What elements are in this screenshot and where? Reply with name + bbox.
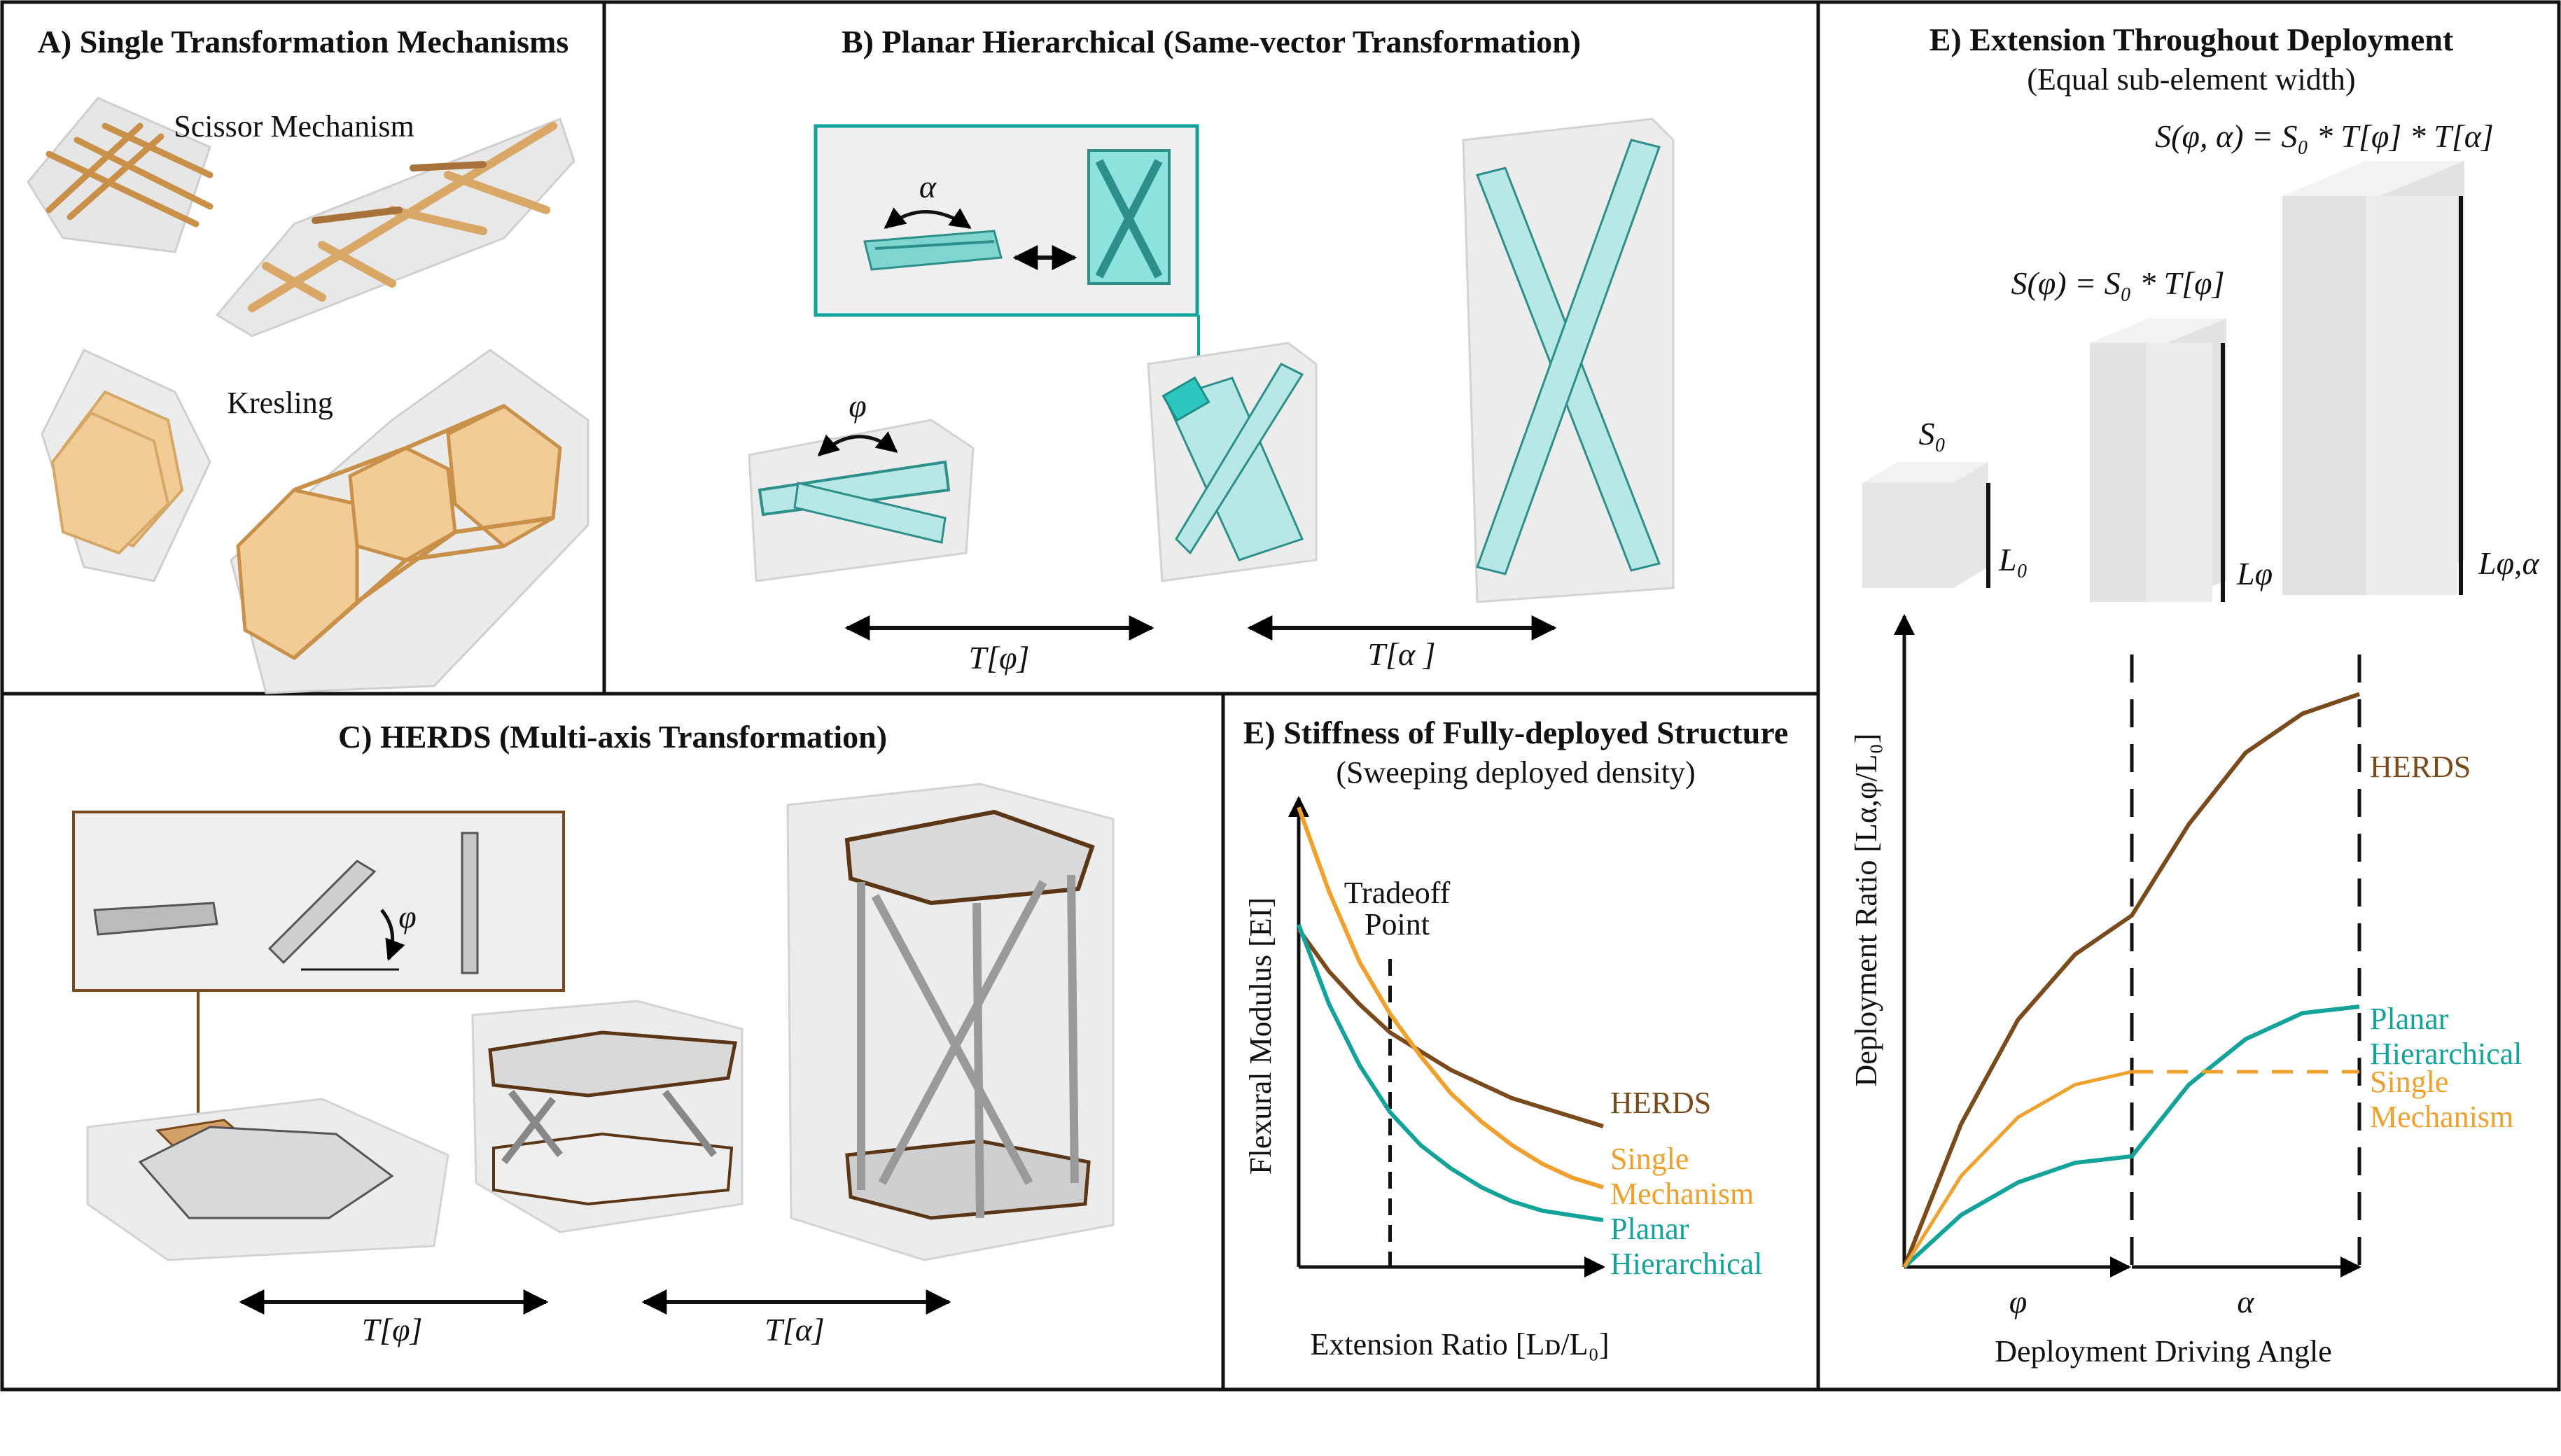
- kresling-label: Kresling: [227, 386, 333, 420]
- legend-single-mechanism-0: Single: [2370, 1065, 2448, 1099]
- block-s-phi-alpha-top: S(φ, α) = S₀ * T[φ] * T[α]: [2155, 118, 2494, 154]
- legend-herds-0: HERDS: [2370, 750, 2471, 784]
- alpha-inset: [814, 124, 1199, 317]
- legend-planar-hierarchical-1: Hierarchical: [2370, 1037, 2522, 1071]
- y-axis-label: Deployment Ratio [Lα,φ/L₀]: [1849, 734, 1883, 1087]
- x-axis-label: Deployment Driving Angle: [1995, 1334, 2332, 1368]
- herds-stage1: [86, 1098, 449, 1261]
- kresling-large-illustration: [230, 349, 589, 694]
- block-s-phi-side: Lφ: [2236, 556, 2273, 592]
- block-s0-side: L₀: [1998, 542, 2028, 578]
- panel-c-title: C) HERDS (Multi-axis Transformation): [338, 719, 887, 755]
- b-arrow-2-label: T[α ]: [1367, 636, 1435, 672]
- panel-d-title: E) Stiffness of Fully-deployed Structure: [1243, 715, 1789, 750]
- panel-d-border: [1221, 692, 1820, 1392]
- planar-stage1: [748, 419, 975, 582]
- series-line-single-mechanism: [1902, 1070, 2133, 1268]
- panel-d-subtitle: (Sweeping deployed density): [1336, 755, 1695, 790]
- alpha-symbol: α: [919, 169, 937, 204]
- legend-planar-hierarchical-0: Planar: [2370, 1002, 2449, 1036]
- herds-inset: [72, 811, 565, 992]
- series-line-herds: [1902, 692, 2360, 1268]
- series-line-herds: [1297, 927, 1604, 1128]
- panel-a-title: A) Single Transformation Mechanisms: [38, 24, 569, 59]
- herds-stage3: [786, 783, 1115, 1261]
- planar-stage2: [1147, 342, 1318, 582]
- legend-herds-0: HERDS: [1610, 1086, 1711, 1120]
- block-s-phi-top: S(φ) = S₀ * T[φ]: [2011, 265, 2225, 301]
- scissor-small-illustration: [27, 97, 214, 253]
- phi-symbol-b: φ: [849, 388, 866, 424]
- tradeoff-label-2: Point: [1365, 907, 1430, 941]
- scissor-large-illustration: [215, 118, 575, 337]
- herds-stage2: [471, 1000, 744, 1233]
- x-tick-phi: φ: [2009, 1284, 2027, 1320]
- planar-stage3: [1462, 118, 1675, 603]
- block-s-phi: [2090, 318, 2226, 602]
- b-arrow-1-label: T[φ]: [969, 640, 1030, 676]
- legend-single-mechanism-0: Single: [1610, 1142, 1689, 1176]
- scissor-label: Scissor Mechanism: [174, 109, 414, 144]
- block-s-phi-alpha: [2282, 161, 2464, 595]
- extension-chart: Deployment Ratio [Lα,φ/L₀] Deployment Dri…: [1849, 614, 2522, 1368]
- legend-planar-hierarchical-0: Planar: [1610, 1212, 1689, 1246]
- x-tick-alpha: α: [2237, 1284, 2254, 1320]
- block-s0: [1862, 462, 1990, 588]
- stiffness-chart: Flexural Modulus [EI] Extension Ratio [Lᴅ…: [1243, 796, 1762, 1362]
- panel-e-title: E) Extension Throughout Deployment: [1930, 22, 2454, 57]
- phi-symbol-c: φ: [398, 899, 416, 934]
- series-line-planar-hierarchical: [1902, 1004, 2360, 1269]
- tradeoff-label: Tradeoff: [1344, 876, 1451, 910]
- x-axis-label: Extension Ratio [Lᴅ/L₀]: [1310, 1327, 1609, 1362]
- block-s0-top: S₀: [1919, 416, 1946, 451]
- y-axis-label: Flexural Modulus [EI]: [1243, 897, 1278, 1175]
- legend-single-mechanism-1: Mechanism: [1610, 1177, 1754, 1211]
- series-line-single-mechanism: [1297, 806, 1604, 1189]
- panel-b-title: B) Planar Hierarchical (Same-vector Tran…: [842, 24, 1581, 59]
- c-arrow-1-label: T[φ]: [362, 1312, 423, 1348]
- legend-planar-hierarchical-1: Hierarchical: [1610, 1247, 1762, 1281]
- legend-single-mechanism-1: Mechanism: [2370, 1100, 2513, 1134]
- c-arrow-2-label: T[α]: [765, 1312, 825, 1348]
- panel-e-subtitle: (Equal sub-element width): [2027, 62, 2355, 97]
- series-line-planar-hierarchical: [1297, 923, 1604, 1222]
- kresling-small-illustration: [41, 349, 211, 582]
- block-s-phi-alpha-side: Lφ,α: [2478, 545, 2540, 581]
